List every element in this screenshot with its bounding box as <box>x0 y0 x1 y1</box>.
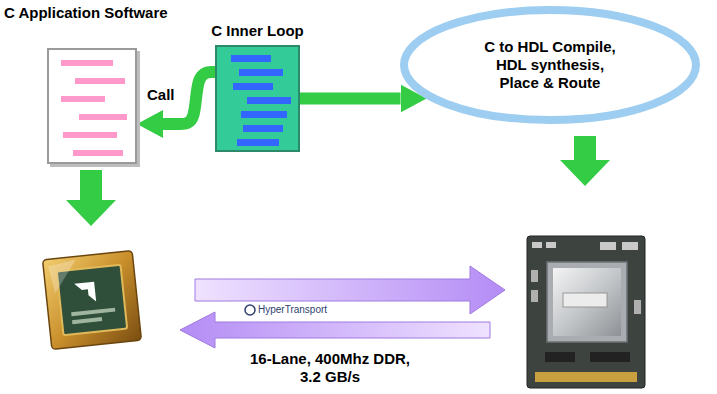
code-line <box>241 111 287 118</box>
cpu-package <box>43 251 142 350</box>
flow-arrow <box>300 93 401 105</box>
board-part <box>531 270 538 282</box>
fpga-chip <box>547 262 627 342</box>
fpga-board <box>527 236 645 388</box>
code-line <box>73 150 123 156</box>
cpu-chip <box>43 251 142 350</box>
ellipse-text-box: C to HDL Compile, HDL synthesis, Place &… <box>400 6 700 124</box>
bus-arrow-right <box>195 266 505 314</box>
board-part <box>622 242 638 250</box>
cpu-logo <box>74 282 96 304</box>
code-line <box>63 132 117 138</box>
code-line <box>243 125 283 132</box>
fpga-lid <box>553 268 621 336</box>
node-heading: C Inner Loop <box>190 22 325 40</box>
code-line <box>237 139 279 146</box>
board-part <box>634 300 641 314</box>
code-line <box>61 96 105 102</box>
down-arrow <box>560 136 610 186</box>
cpu-die <box>57 265 127 335</box>
board-part <box>600 242 616 250</box>
code-line <box>61 60 113 66</box>
edge-label: Call <box>146 86 176 103</box>
board-part <box>546 242 556 248</box>
document-icon: C Application Software <box>4 4 184 164</box>
code-line <box>233 83 273 90</box>
code-line <box>239 69 283 76</box>
compile-ellipse: C to HDL Compile, HDL synthesis, Place &… <box>400 6 700 124</box>
board-part <box>531 290 538 302</box>
board-part <box>532 242 542 248</box>
bus-spec: 16-Lane, 400Mhz DDR, 3.2 GB/s <box>244 350 416 386</box>
down-arrow <box>66 170 116 226</box>
board-part <box>590 352 630 362</box>
board-connector <box>535 372 637 382</box>
node-heading: C Application Software <box>4 4 168 22</box>
cpu-mark <box>71 308 115 317</box>
ellipse-shape <box>404 10 696 120</box>
code-line <box>231 55 271 62</box>
logo-icon <box>245 305 255 315</box>
cpu-mark <box>72 317 102 324</box>
chip-label <box>563 293 607 307</box>
code-block: C Inner Loop <box>190 22 325 154</box>
document-icon-body <box>47 48 137 164</box>
code-line <box>75 78 125 84</box>
code-block-body <box>215 45 300 152</box>
bus-arrow-left <box>180 312 490 348</box>
cpu-shine <box>48 259 79 294</box>
logo-text: HyperTransport <box>258 304 327 316</box>
board-part <box>545 352 575 362</box>
node-text: C to HDL Compile, HDL synthesis, Place &… <box>480 38 620 92</box>
code-line <box>79 114 127 120</box>
fpga-module <box>527 236 645 388</box>
code-line <box>247 97 291 104</box>
